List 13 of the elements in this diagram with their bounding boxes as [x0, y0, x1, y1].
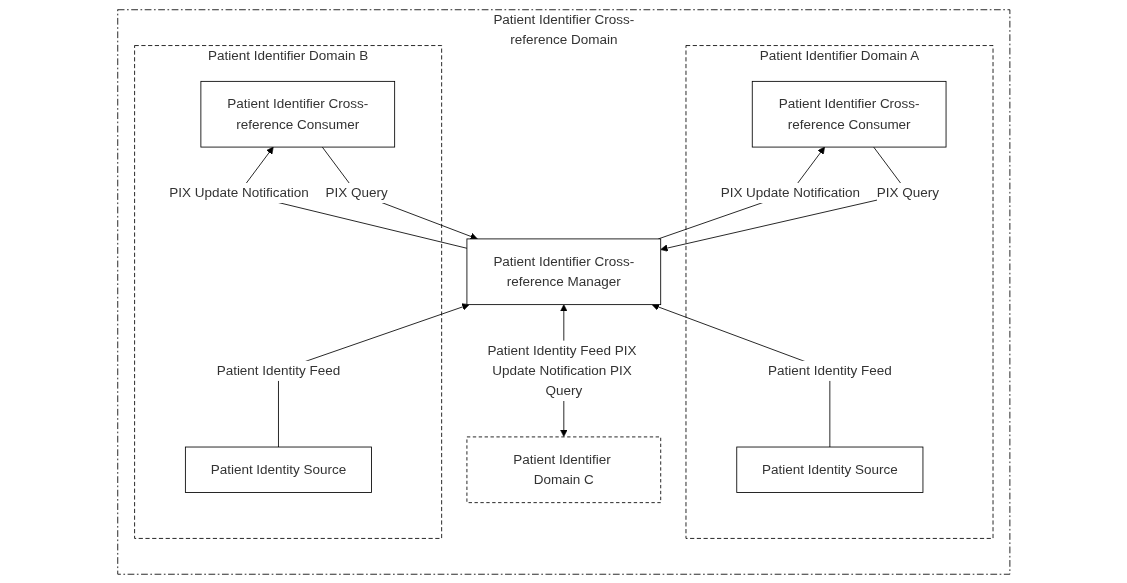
edge-label: Patient Identity Feed	[216, 362, 340, 378]
edge-label: PIX Query	[876, 184, 939, 200]
node-box: Patient Identifier Cross-reference Consumer	[200, 80, 395, 147]
node-box: Patient Identifier Cross-reference Consumer	[751, 80, 947, 147]
edge-label: PIX Update Notification	[168, 184, 309, 200]
node-box: Patient Identifier Domain C	[466, 436, 661, 503]
edge-label: Patient Identity Feed PIX Update Notification PIX Query	[487, 342, 637, 398]
node-box: Patient Identity Source	[736, 446, 924, 493]
node-box: Patient Identifier Cross-reference Manager	[466, 238, 661, 305]
node-box: Patient Identity Source	[184, 446, 372, 493]
edge-label: PIX Query	[325, 184, 388, 200]
edge-label: Patient Identity Feed	[767, 362, 892, 378]
edge-label: PIX Update Notification	[720, 184, 860, 200]
